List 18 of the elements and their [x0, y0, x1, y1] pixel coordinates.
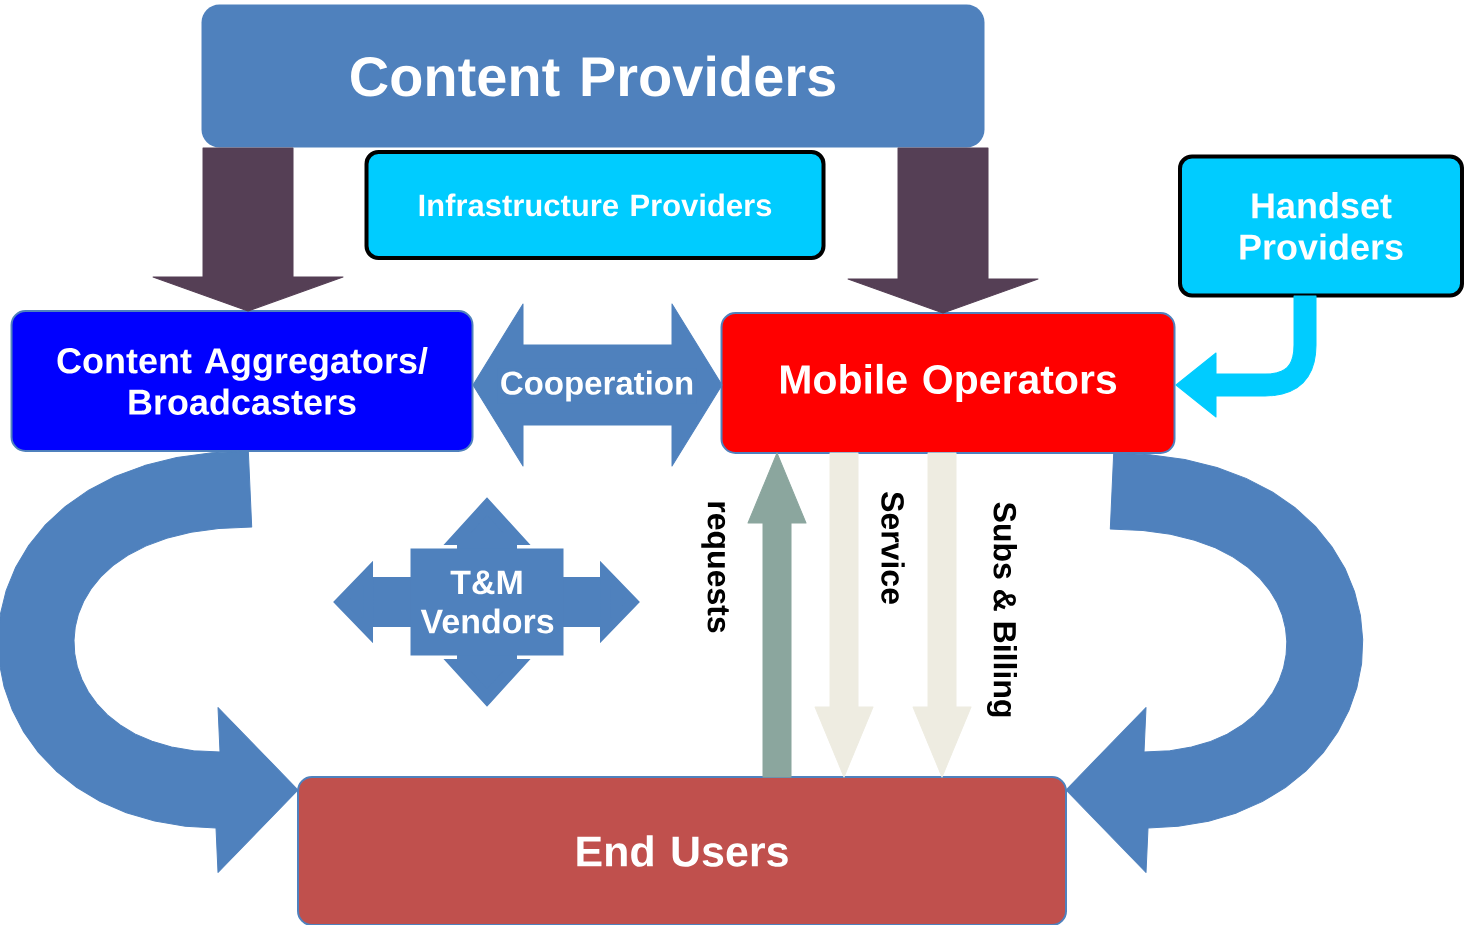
users-box: End Users [297, 776, 1067, 925]
provider-box: Infrastructure Providers [364, 150, 826, 260]
curved-arrow [1175, 295, 1317, 418]
operator-box: Mobile Operators [720, 312, 1176, 454]
block-arrow [814, 452, 874, 778]
block-arrow [912, 452, 972, 778]
block-arrow [847, 147, 1039, 314]
curved-arrow [1065, 452, 1364, 873]
edge-label: Service [879, 489, 907, 607]
edge-label: Subs & Billing [985, 499, 1019, 721]
edge-label: requests [699, 498, 731, 636]
block-arrow [152, 147, 344, 312]
title-box: Content Providers [201, 4, 985, 148]
curved-arrow [0, 450, 299, 873]
block-arrow [747, 452, 807, 778]
aggregator-box: Content Aggregators/ Broadcasters [10, 310, 474, 452]
provider-box: Handset Providers [1178, 154, 1464, 298]
edge-label: Cooperation [497, 368, 697, 404]
